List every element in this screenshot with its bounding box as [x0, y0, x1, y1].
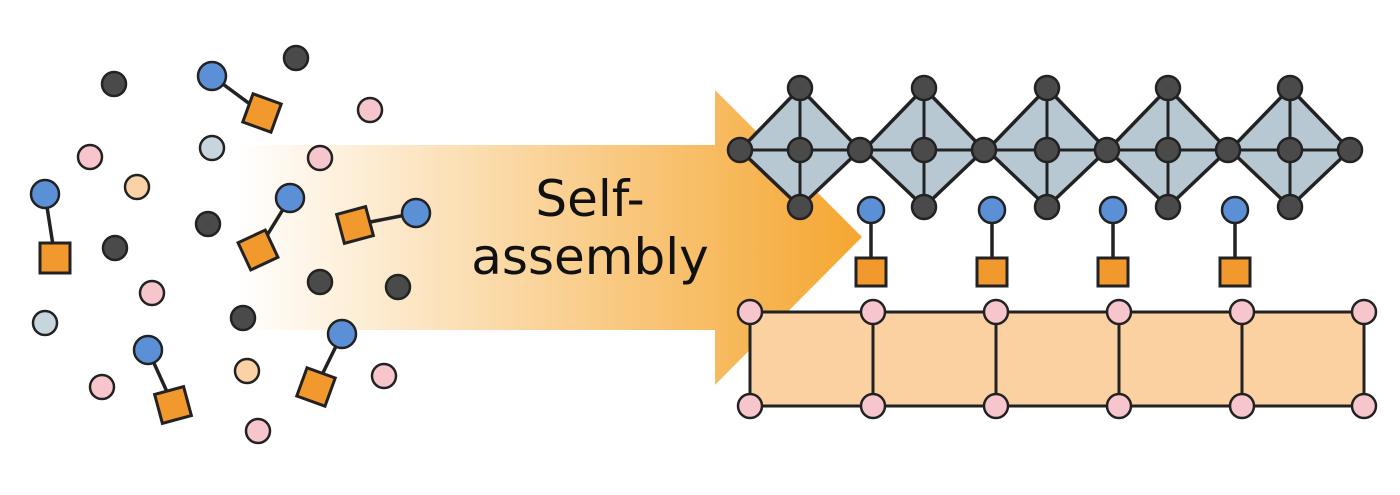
- spacer-ligand: [1218, 195, 1252, 288]
- ligand-square: [294, 365, 338, 409]
- organic-spacer-layer: [854, 195, 1252, 288]
- metal-center: [786, 136, 814, 164]
- self-assembly-arrow: [235, 90, 862, 385]
- spacer-head: [1220, 195, 1250, 225]
- ligand-square: [334, 204, 376, 246]
- octahedron: [862, 74, 986, 221]
- apical-anion: [1033, 193, 1061, 221]
- spacer-ligand: [1096, 195, 1130, 288]
- slab-node: [1228, 298, 1256, 326]
- slab-node: [736, 298, 764, 326]
- apical-anion: [1033, 74, 1061, 102]
- neutral-molecule: [198, 134, 226, 162]
- metal-center: [1154, 136, 1182, 164]
- slab-node: [1105, 298, 1133, 326]
- spacer-head: [977, 195, 1007, 225]
- organic-ligand: [29, 178, 72, 275]
- slab-node: [859, 298, 887, 326]
- slab-fill: [748, 310, 1366, 408]
- octahedral-framework-layer: [726, 74, 1364, 221]
- spacer-ligand: [975, 195, 1009, 288]
- spacer-ligand: [854, 195, 888, 288]
- spacer-square: [1218, 256, 1252, 288]
- octahedron: [738, 74, 862, 221]
- disordered-components: [29, 44, 432, 445]
- metal-center: [910, 136, 938, 164]
- halide-ion: [306, 144, 334, 172]
- apical-anion: [786, 74, 814, 102]
- apical-anion: [1276, 74, 1304, 102]
- bridging-anion: [970, 136, 998, 164]
- apical-anion: [1276, 193, 1304, 221]
- ligand-head: [274, 182, 306, 214]
- organic-ligand: [132, 334, 194, 426]
- metal-ion: [306, 268, 334, 296]
- organic-ligand: [196, 60, 284, 135]
- ligand-head: [326, 318, 358, 350]
- halide-ion: [244, 417, 272, 445]
- metal-ion: [384, 273, 412, 301]
- label-line-1: Self-: [535, 170, 645, 228]
- metal-ion: [100, 70, 128, 98]
- ligand-square: [240, 91, 284, 135]
- neutral-molecule: [31, 309, 59, 337]
- ligand-head: [400, 197, 432, 229]
- metal-ion: [101, 234, 129, 262]
- spacer-square: [975, 256, 1009, 288]
- slab-node: [1105, 392, 1133, 420]
- halide-ion: [356, 96, 384, 124]
- metal-ion: [229, 304, 257, 332]
- label-line-2: assembly: [471, 228, 709, 286]
- halide-ion: [138, 279, 166, 307]
- apical-anion: [786, 193, 814, 221]
- spacer-head: [1098, 195, 1128, 225]
- spacer-square: [1096, 256, 1130, 288]
- ligand-head: [29, 178, 61, 210]
- bridging-anion: [1093, 136, 1121, 164]
- ligand-head: [132, 334, 164, 366]
- slab-node: [1228, 392, 1256, 420]
- bridging-anion: [726, 136, 754, 164]
- slab-node: [859, 392, 887, 420]
- slab-node: [982, 298, 1010, 326]
- bridging-anion: [846, 136, 874, 164]
- cation: [233, 357, 261, 385]
- metal-ion: [194, 210, 222, 238]
- cation: [123, 173, 151, 201]
- bridging-anion: [1214, 136, 1242, 164]
- ligand-square: [38, 241, 72, 275]
- bridging-anion: [1336, 136, 1364, 164]
- spacer-head: [856, 195, 886, 225]
- ligand-square: [236, 228, 280, 272]
- organic-ligand: [334, 197, 432, 246]
- halide-ion: [370, 362, 398, 390]
- metal-center: [1276, 136, 1304, 164]
- inorganic-slab-layer: [736, 298, 1378, 420]
- metal-center: [1033, 136, 1061, 164]
- halide-ion: [88, 373, 116, 401]
- slab-node: [982, 392, 1010, 420]
- organic-ligand: [294, 318, 358, 409]
- metal-ion: [282, 44, 310, 72]
- apical-anion: [910, 193, 938, 221]
- self-assembly-label: Self- assembly: [440, 170, 740, 286]
- apical-anion: [910, 74, 938, 102]
- octahedron: [1228, 74, 1352, 221]
- octahedron: [985, 74, 1109, 221]
- slab-node: [1350, 392, 1378, 420]
- organic-ligand: [236, 182, 306, 272]
- spacer-square: [854, 256, 888, 288]
- octahedron: [1106, 74, 1230, 221]
- apical-anion: [1154, 193, 1182, 221]
- slab-node: [736, 392, 764, 420]
- slab-node: [1350, 298, 1378, 326]
- apical-anion: [1154, 74, 1182, 102]
- ligand-head: [196, 60, 228, 92]
- ligand-square: [152, 384, 194, 426]
- halide-ion: [76, 143, 104, 171]
